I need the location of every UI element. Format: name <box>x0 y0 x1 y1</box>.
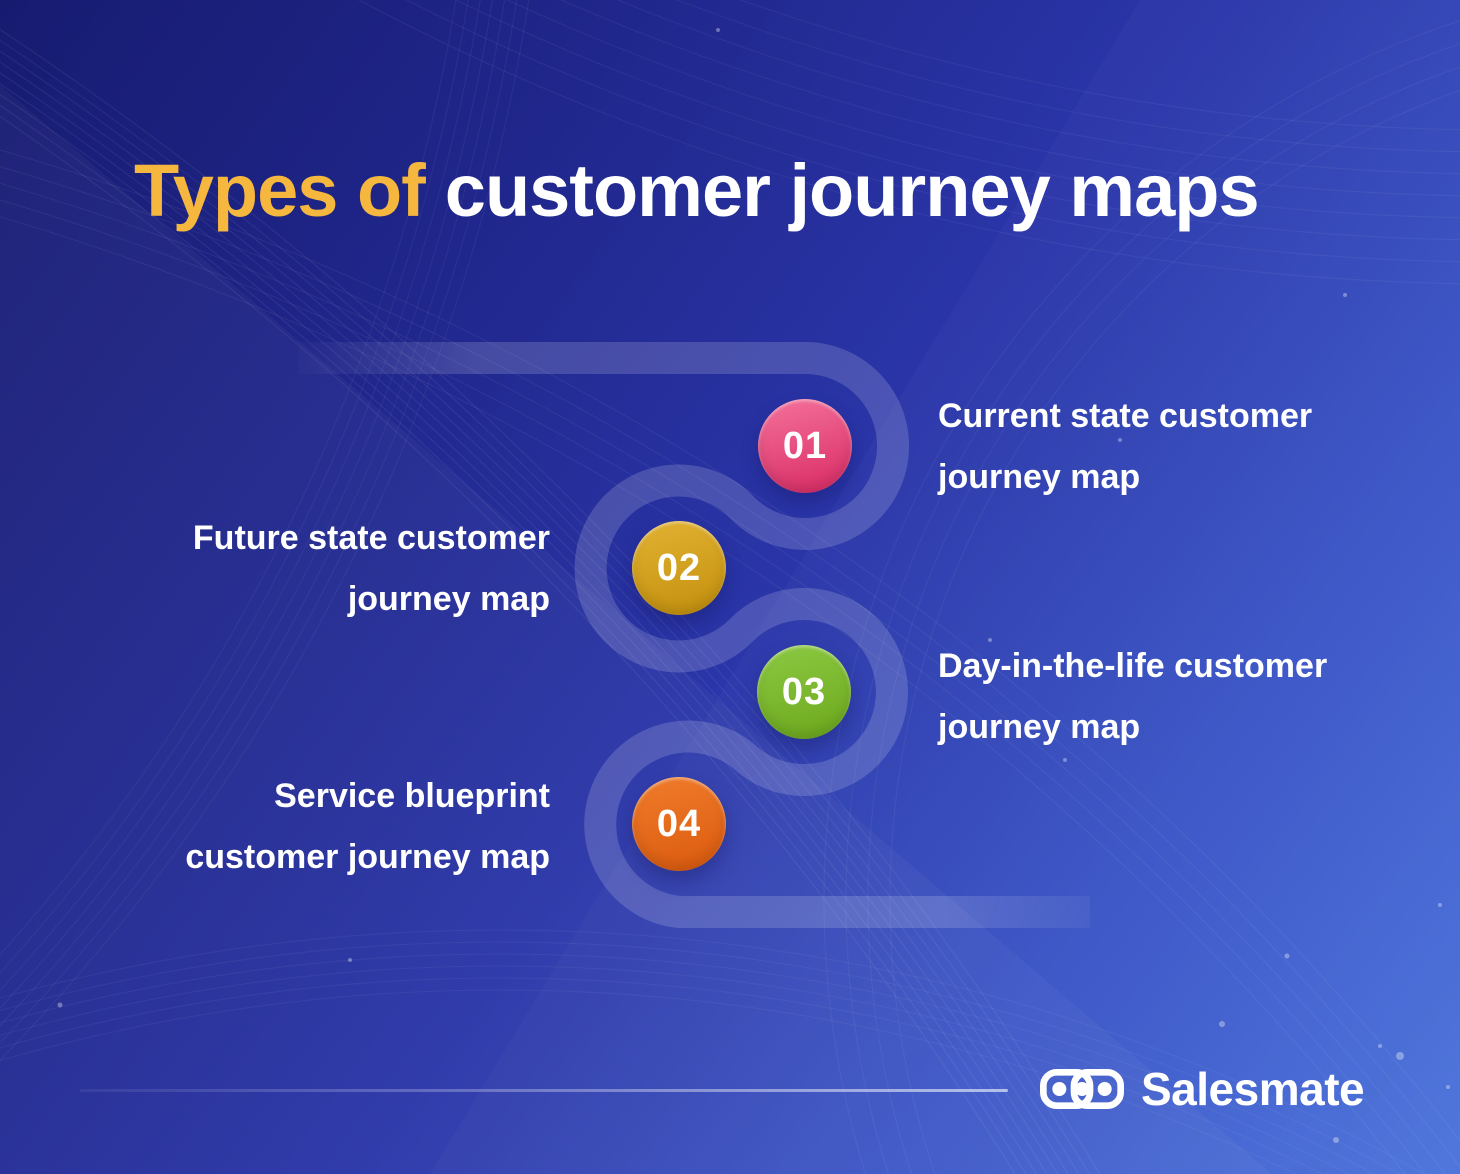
step-label-current-state: Current state customer journey map <box>938 386 1312 508</box>
journey-path <box>298 342 1090 928</box>
label-line: Service blueprint <box>274 777 550 815</box>
step-label-future-state: Future state customer journey map <box>193 508 550 630</box>
arc-fan-bottomleft <box>0 930 1425 1174</box>
step-label-service-blueprint: Service blueprint customer journey map <box>185 766 550 888</box>
label-line: Future state customer <box>192 519 550 557</box>
step-number-04: 04 <box>656 802 702 845</box>
step-number-02: 02 <box>656 546 702 589</box>
title-highlight: Types of <box>134 148 426 232</box>
label-line: journey map <box>938 458 1141 496</box>
particles <box>57 28 1450 1143</box>
step-circle-01: 01 <box>758 399 852 493</box>
label-line: customer journey map <box>185 838 550 876</box>
title-rest: customer journey maps <box>444 148 1260 232</box>
step-label-day-in-the-life: Day-in-the-life customer journey map <box>938 636 1327 758</box>
brand-name: Salesmate <box>1141 1063 1365 1115</box>
salesmate-links-icon <box>1040 1069 1124 1109</box>
brand-logo: Salesmate <box>1040 1063 1365 1115</box>
step-circle-02: 02 <box>632 521 726 615</box>
label-line: Day-in-the-life customer <box>938 647 1328 685</box>
step-circle-03: 03 <box>757 645 851 739</box>
footer-divider <box>80 1089 1008 1092</box>
step-circle-04: 04 <box>632 777 726 871</box>
arc-fan-topright <box>823 19 1460 1174</box>
label-line: journey map <box>938 708 1141 746</box>
step-number-01: 01 <box>782 424 828 467</box>
step-number-03: 03 <box>781 670 827 713</box>
label-line: Current state customer <box>938 397 1313 435</box>
label-line: journey map <box>347 580 550 618</box>
